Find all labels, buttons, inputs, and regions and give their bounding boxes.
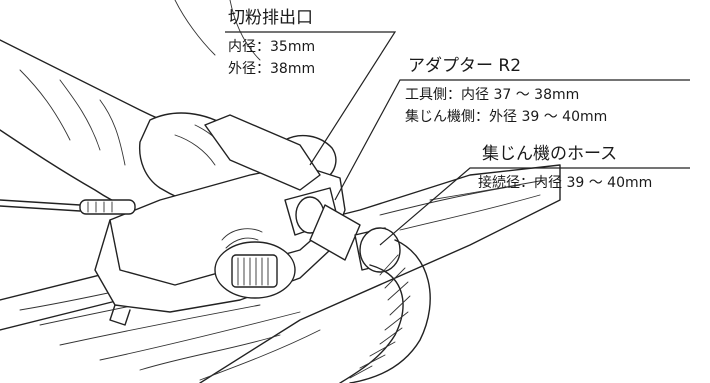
outlet-inner-diameter: 内径：35mm [228,39,316,55]
adapter-tool-side: 工具側：内径 37 ～ 38mm [405,87,580,103]
adapter-collector-side: 集じん機側：外径 39 ～ 40mm [405,109,608,125]
power-cord [0,199,136,215]
hose-title: 集じん機のホース [482,144,618,164]
hose-connection-diameter: 接続径：内径 39 ～ 40mm [478,175,653,191]
adapter-r2 [284,187,361,261]
outlet-outer-diameter: 外径：38mm [228,61,316,77]
dust-hose [339,227,431,383]
callout-leaders [225,31,690,246]
outlet-title: 切粉排出口 [228,8,313,28]
planer-body [94,114,346,326]
adapter-title: アダプター R2 [408,56,522,76]
wood-board [0,164,561,383]
